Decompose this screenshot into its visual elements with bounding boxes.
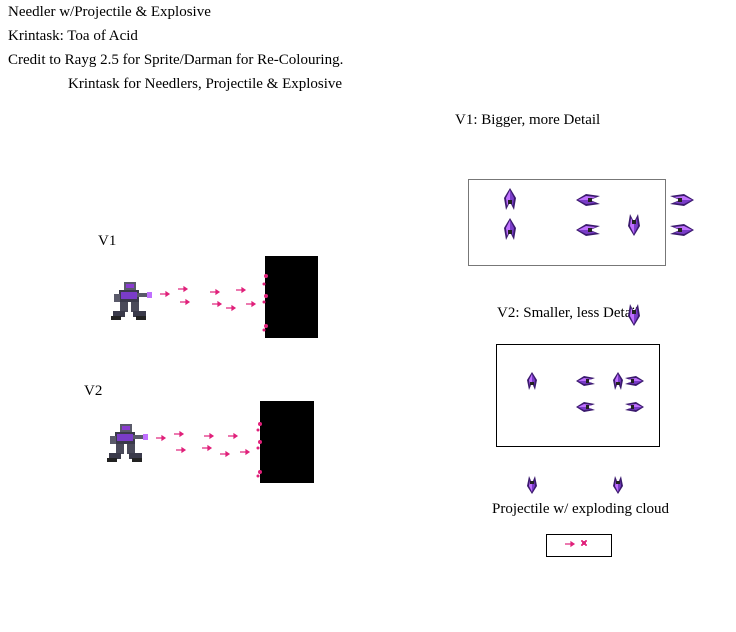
v1-panel-title: V1: Bigger, more Detail [455, 112, 601, 128]
needle-projectile-icon [565, 540, 576, 548]
needle-projectile-icon [236, 286, 247, 294]
needle-projectile-icon [210, 288, 221, 296]
impact-marks [262, 274, 268, 332]
v2-panel-title: V2: Smaller, less Detail [497, 305, 640, 321]
v2-sprite-panel [496, 344, 660, 447]
projectile-sample [565, 540, 587, 548]
toa-sprite-icon-v2 [107, 424, 148, 462]
target-wall-v2 [260, 401, 314, 483]
projectile-panel [546, 534, 612, 557]
needler-sprite-icon-v2 [527, 372, 644, 494]
needle-stream-v2 [156, 422, 262, 478]
needle-stream-v1 [160, 274, 268, 332]
needle-projectile-icon [226, 304, 237, 312]
exploding-cloud-icon [581, 540, 587, 546]
needle-projectile-icon [246, 300, 257, 308]
v1-demo-label: V1 [98, 233, 117, 249]
credit-text: Credit to Rayg 2.5 for Sprite/Darman for… [8, 52, 344, 68]
needle-projectile-icon [180, 298, 191, 306]
character-v1-body [111, 282, 152, 320]
target-wall-v1 [265, 256, 318, 338]
needle-projectile-icon [178, 285, 189, 293]
toa-sprite-icon [111, 282, 152, 320]
needler-sprite-icon [504, 188, 694, 326]
projectile-panel-title: Projectile w/ exploding cloud [492, 501, 670, 517]
author-text: Krintask: Toa of Acid [8, 28, 138, 44]
needle-projectile-icon [212, 300, 223, 308]
credit-text-2: Krintask for Needlers, Projectile & Expl… [68, 76, 343, 92]
title-text: Needler w/Projectile & Explosive [8, 4, 211, 20]
v2-demo-label: V2 [84, 383, 103, 399]
needle-projectile-icon [160, 290, 171, 298]
